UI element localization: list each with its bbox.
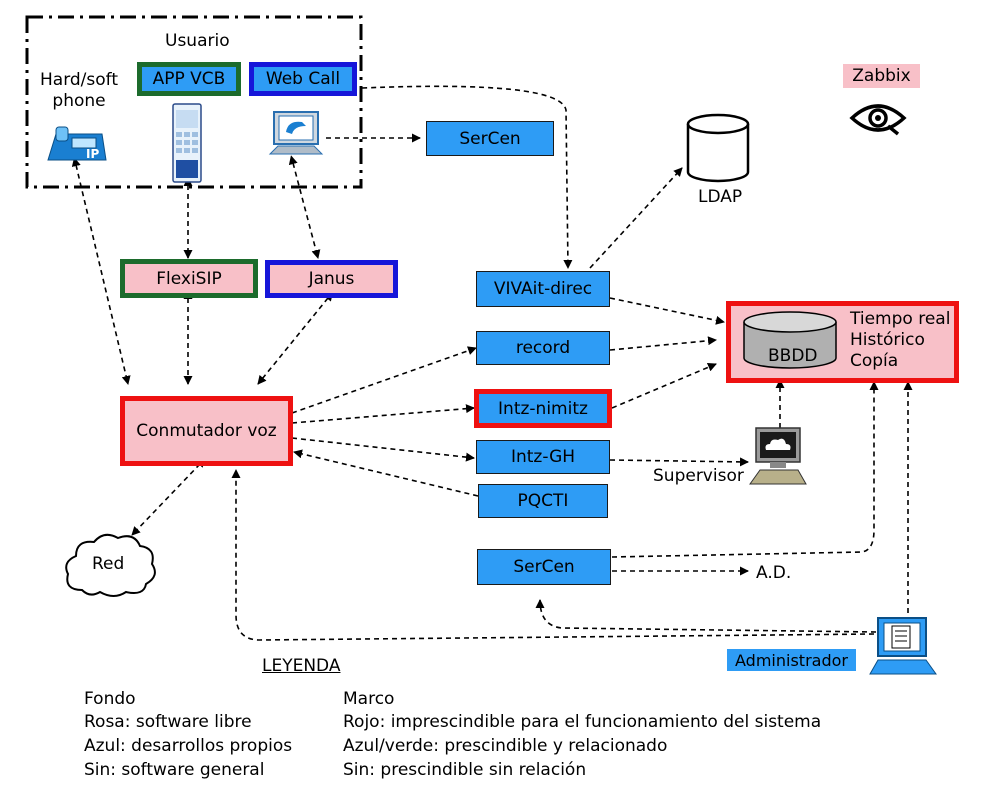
- supervisor-label: Supervisor: [653, 466, 744, 486]
- edge-phone-conmutador: [71, 157, 131, 385]
- bbdd-label: BBDD: [768, 346, 818, 366]
- flexisip-box[interactable]: FlexiSIP: [120, 259, 258, 298]
- vivait-direc-box[interactable]: VIVAit-direc: [476, 271, 610, 307]
- edge-vivait-ldap: [589, 167, 683, 269]
- app-vcb-box[interactable]: APP VCB: [137, 62, 241, 96]
- sercen-top-box[interactable]: SerCen: [426, 121, 554, 156]
- pqcti-box[interactable]: PQCTI: [478, 484, 608, 518]
- administrator-computer-icon: [869, 617, 937, 675]
- bbdd-notes: Tiempo real Histórico Copía: [850, 309, 951, 371]
- mobile-app-icon: [172, 103, 202, 183]
- ad-label: A.D.: [756, 563, 792, 583]
- legend-marco-item: Sin: prescindible sin relación: [343, 760, 587, 780]
- legend-fondo-heading: Fondo: [84, 689, 136, 709]
- sercen-bottom-box[interactable]: SerCen: [477, 549, 611, 585]
- record-box[interactable]: record: [476, 331, 610, 365]
- edge-admin-sercen: [535, 599, 877, 633]
- edge-webcall-janus: [288, 155, 321, 259]
- edge-conmutador-record: [291, 346, 477, 414]
- legend-marco-heading: Marco: [343, 689, 395, 709]
- supervisor-computer-icon: [749, 427, 807, 485]
- user-group-title: Usuario: [165, 31, 230, 51]
- edge-pqcti-conmutador: [293, 449, 479, 497]
- legend-fondo-item: Sin: software general: [84, 760, 265, 780]
- intz-gh-box[interactable]: Intz-GH: [476, 440, 610, 474]
- legend-fondo-item: Rosa: software libre: [84, 712, 252, 732]
- web-call-box[interactable]: Web Call: [249, 62, 357, 96]
- edge-vivait-bbdd: [609, 297, 725, 325]
- legend-title: LEYENDA: [262, 656, 341, 676]
- legend-marco-item: Rojo: imprescindible para el funcionamie…: [343, 712, 822, 732]
- edge-conmutador-gh: [291, 437, 475, 462]
- administrador-label[interactable]: Administrador: [727, 649, 856, 671]
- legend-marco-item: Azul/verde: prescindible y relacionado: [343, 736, 668, 756]
- edge-gh-supervisor: [609, 457, 749, 467]
- eye-icon: [849, 104, 907, 136]
- hardsoft-phone-label: Hard/soft phone: [40, 70, 119, 111]
- red-label: Red: [92, 554, 125, 574]
- database-cylinder-icon: [743, 311, 837, 369]
- web-call-computer-icon: [268, 111, 324, 155]
- edge-webcall-vivait: [361, 85, 573, 269]
- zabbix-box[interactable]: Zabbix: [843, 64, 920, 88]
- edge-admin-conmutador: [231, 469, 875, 641]
- svg-text:IP: IP: [86, 147, 99, 161]
- intz-nimitz-box[interactable]: Intz-nimitz: [474, 389, 612, 428]
- ldap-label: LDAP: [698, 187, 743, 207]
- edge-conmutador-nimitz: [291, 404, 475, 424]
- ip-phone-icon: IP: [47, 126, 107, 161]
- edge-nimitz-bbdd: [611, 362, 717, 409]
- ldap-cylinder-icon: [686, 113, 750, 183]
- edge-janus-conmutador: [257, 291, 334, 385]
- edge-conmutador-red: [131, 458, 206, 536]
- cloud-icon: [65, 533, 156, 597]
- edge-sercen-bbdd: [611, 381, 879, 558]
- janus-box[interactable]: Janus: [265, 260, 398, 298]
- legend-fondo-item: Azul: desarrollos propios: [84, 736, 293, 756]
- user-group-border: [25, 15, 363, 189]
- conmutador-voz-box[interactable]: Conmutador voz: [120, 396, 293, 466]
- edge-record-bbdd: [609, 336, 717, 351]
